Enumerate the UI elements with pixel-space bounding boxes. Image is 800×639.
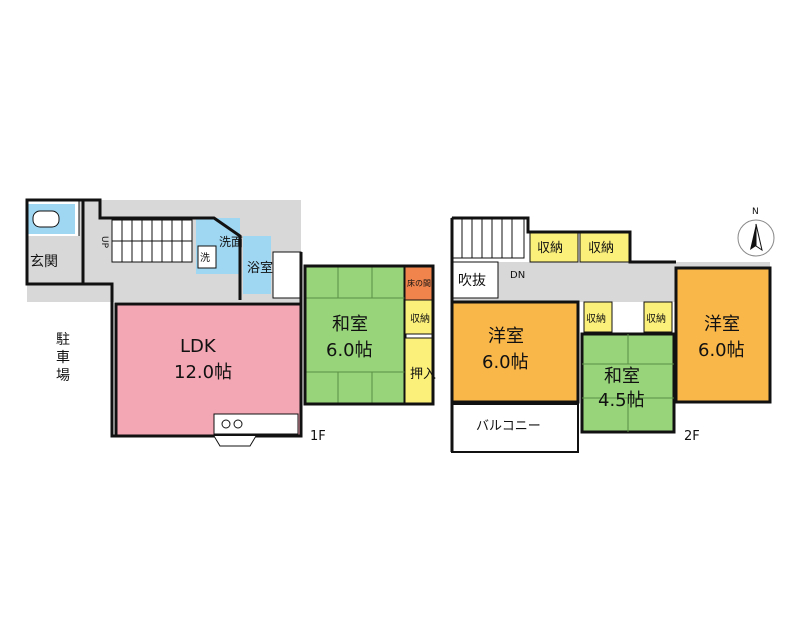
label-washitsu-1f: 和室 — [332, 314, 368, 335]
label-oshiire: 押入 — [410, 367, 436, 382]
label-yoshitsu-2f-left: 洋室 — [488, 326, 524, 347]
label-yokushitsu: 浴室 — [247, 260, 273, 276]
tatami-lines-1f — [305, 266, 405, 404]
bath-room — [243, 236, 271, 294]
label-tokonoma: 床の間 — [407, 278, 431, 288]
label-ldk-size: 12.0帖 — [174, 362, 232, 383]
label-shuno-2f-c: 収納 — [586, 312, 606, 325]
first-floor — [25, 198, 435, 447]
yoshitsu-2f-right — [674, 266, 772, 404]
yoshitsu-2f-left — [450, 300, 580, 404]
kitchen-counter — [213, 413, 299, 435]
label-north: N — [752, 207, 759, 217]
shuno-2f-d — [643, 301, 673, 333]
north-arrow-icon — [750, 224, 756, 250]
label-balcony: バルコニー — [476, 419, 541, 434]
walls-2f — [450, 216, 676, 452]
stairs-2f — [451, 217, 525, 259]
label-washitsu-2f: 和室 — [604, 366, 640, 387]
stove-icon — [221, 419, 231, 429]
genkan-area — [27, 236, 83, 284]
label-genkan: 玄関 — [30, 253, 58, 270]
second-floor — [450, 216, 772, 453]
fukinuke-area — [451, 261, 499, 299]
shuno-2f-c — [583, 301, 613, 333]
toilet-bowl-icon — [32, 210, 60, 228]
label-sen: 洗 — [200, 252, 210, 264]
walls-1f — [27, 198, 435, 438]
compass — [737, 219, 775, 257]
label-washitsu-2f-size: 4.5帖 — [598, 390, 645, 411]
label-yoshitsu-2f-right: 洋室 — [704, 314, 740, 335]
label-yoshitsu-2f-right-size: 6.0帖 — [698, 340, 745, 361]
label-shuno-2f-a: 収納 — [537, 241, 563, 256]
tokonoma-block — [404, 265, 434, 301]
label-ldk: LDK — [180, 336, 217, 357]
stairs-1f — [111, 219, 193, 263]
label-dn: DN — [510, 270, 525, 281]
label-up: UP — [99, 236, 109, 249]
label-washitsu-1f-size: 6.0帖 — [326, 340, 373, 361]
label-2f: 2F — [684, 429, 700, 444]
label-shuno-2f-b: 収納 — [588, 241, 614, 256]
bay-window — [213, 435, 257, 447]
washitsu-1f — [303, 264, 407, 406]
label-shuno-2f-d: 収納 — [646, 312, 666, 325]
washer-icon — [197, 245, 217, 269]
balcony — [451, 403, 579, 453]
label-1f: 1F — [310, 429, 326, 444]
bathtub — [272, 251, 302, 299]
label-yoshitsu-2f-left-size: 6.0帖 — [482, 352, 529, 373]
label-parking: 駐車場 — [56, 332, 70, 384]
label-fukinuke: 吹抜 — [458, 273, 486, 289]
shuno-2f-b — [579, 231, 631, 263]
label-senmen: 洗面 — [219, 235, 243, 249]
label-shuno-1f: 収納 — [410, 312, 430, 325]
